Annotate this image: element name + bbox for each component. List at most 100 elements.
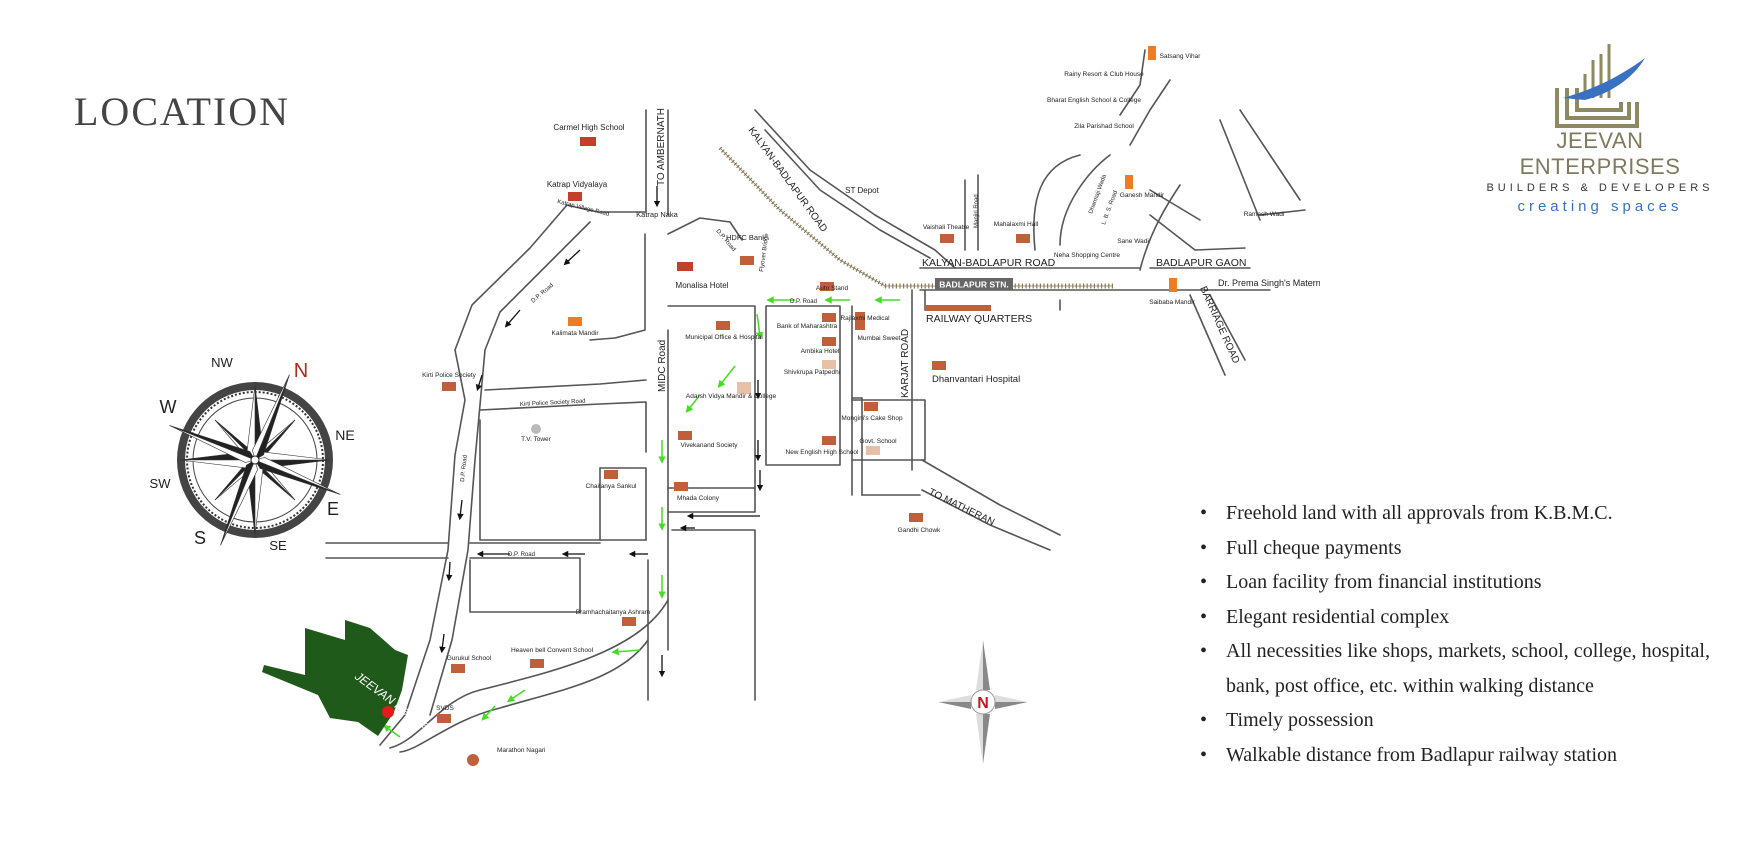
traffic-arrows (439, 186, 764, 678)
place-label: Shivkrupa Patpedhi (784, 369, 840, 376)
landmark-marker (822, 360, 836, 369)
place-label: Mahalaxmi Hall (994, 221, 1039, 228)
place-label: Govt. School (859, 438, 897, 445)
landmark-marker (866, 446, 880, 455)
compass-w: W (160, 397, 177, 417)
landmark-marker (940, 234, 954, 243)
place-label: Bank of Maharashtra (777, 323, 838, 330)
north-indicator-label: N (977, 695, 989, 712)
place-label: ST Depot (845, 186, 879, 195)
compass-s: S (194, 528, 206, 548)
railway-track: BADLAPUR STN. (718, 146, 1113, 290)
project-location-pin[interactable] (382, 706, 394, 718)
place-label: Katrap Vidyalaya (547, 180, 608, 189)
landmark-marker (677, 262, 693, 271)
place-label: Neha Shopping Centre (1054, 252, 1121, 259)
road-label: D.P. Road (790, 299, 817, 305)
place-label: Rajlaxmi Medical (840, 315, 890, 322)
road-label: Flyover Bridge (759, 232, 770, 272)
feature-item: All necessities like shops, markets, sch… (1200, 634, 1710, 703)
feature-item: Elegant residential complex (1200, 600, 1710, 635)
landmark-marker (925, 305, 991, 311)
brand-name: JEEVAN ENTERPRISES (1519, 128, 1681, 179)
place-label: Ambika Hotel (801, 348, 840, 355)
place-label: Gandhi Chowk (898, 527, 941, 534)
landmark-marker (437, 714, 451, 723)
place-label: Bharat English School & College (1047, 97, 1141, 104)
landmark-marker (442, 382, 456, 391)
place-label: Mumbai Sweet (858, 335, 901, 342)
road-label: MIDC Road (657, 340, 668, 392)
landmark-marker (932, 361, 946, 370)
road-label: BADLAPUR GAON (1156, 257, 1246, 269)
place-label: Mongini's Cake Shop (841, 415, 903, 422)
landmark-marker (716, 321, 730, 330)
place-label: Ganesh Mandir (1120, 192, 1165, 199)
place-label: Saibaba Mandir (1149, 299, 1195, 306)
place-label: Kirti Police Society (422, 372, 477, 379)
place-label: SVDS (436, 705, 454, 712)
compass-sw: SW (150, 476, 172, 491)
place-label: T.V. Tower (521, 436, 551, 443)
compass-ne: NE (335, 427, 354, 443)
road-label: TO MATHERAN (927, 487, 996, 528)
landmark-marker (604, 470, 618, 479)
location-map: BADLAPUR STN. (150, 46, 1320, 766)
landmark-marker (737, 382, 751, 394)
place-label: Chaitanya Sankul (586, 483, 638, 490)
road-label: Manjiri Road (974, 194, 980, 228)
place-label: Rainy Resort & Club House (1064, 71, 1144, 78)
place-label: Dr. Prema Singh's Maternity Home (1218, 278, 1320, 288)
landmark-marker (822, 337, 836, 346)
place-label: Satsang Vihar (1160, 53, 1202, 60)
place-label: Kalimata Mandir (552, 330, 600, 337)
project-site[interactable]: JEEVAN lifestyles (262, 620, 438, 736)
features-list: Freehold land with all approvals from K.… (1200, 496, 1710, 772)
landmark-marker (864, 402, 878, 411)
brand-logo-icon (1555, 44, 1645, 128)
road-network (325, 49, 1306, 753)
landmark-marker (568, 317, 582, 326)
road-label: Kirti Police Society Road (520, 399, 586, 408)
place-label: Auto Stand (816, 285, 849, 292)
compass-rose: N NE E SE S SW W NW (150, 355, 355, 553)
landmark-marker (568, 192, 582, 201)
feature-item: Full cheque payments (1200, 531, 1710, 566)
landmark-markers (437, 46, 1177, 766)
landmark-marker (678, 431, 692, 440)
landmark-marker (467, 754, 479, 766)
place-label: Carmel High School (553, 123, 624, 132)
place-label: Mhada Colony (677, 495, 720, 502)
landmark-marker (1016, 234, 1030, 243)
road-label: KALYAN-BADLAPUR ROAD (922, 257, 1056, 269)
place-labels: Carmel High School Katrap Vidyalaya Katr… (422, 53, 1320, 754)
badlapur-station-label: BADLAPUR STN. (939, 280, 1008, 290)
place-label: Marathon Nagari (497, 747, 545, 754)
place-label: HDFC Bank (726, 233, 766, 242)
compass-n: N (294, 360, 308, 382)
landmark-marker (1148, 46, 1156, 60)
brand-subtitle: BUILDERS & DEVELOPERS (1486, 182, 1714, 194)
place-label: Gurukul School (447, 655, 492, 662)
landmark-marker (822, 313, 836, 322)
landmark-marker (622, 617, 636, 626)
landmark-marker (740, 256, 754, 265)
place-label: Monalisa Hotel (676, 281, 729, 290)
road-label: KALYAN-BADLAPUR ROAD (746, 125, 829, 234)
road-label: D.P. Road (460, 455, 469, 482)
compass-se: SE (269, 538, 287, 553)
place-label: Ramesh Wadi (1244, 211, 1285, 218)
place-label: Vivekanand Society (681, 442, 739, 449)
place-label: Sane Wadi (1117, 238, 1149, 245)
brand-block: JEEVAN ENTERPRISES BUILDERS & DEVELOPERS… (1480, 40, 1720, 215)
route-arrows (382, 296, 900, 738)
landmark-marker (820, 282, 834, 291)
feature-item: Loan facility from financial institution… (1200, 565, 1710, 600)
road-label: D.P. Road (530, 283, 554, 305)
landmark-marker (580, 137, 596, 146)
place-label: Katrap Naka (636, 210, 679, 219)
feature-item: Freehold land with all approvals from K.… (1200, 496, 1710, 531)
landmark-marker (451, 664, 465, 673)
compass-nw: NW (211, 355, 233, 370)
place-label: New English High School (786, 449, 860, 456)
